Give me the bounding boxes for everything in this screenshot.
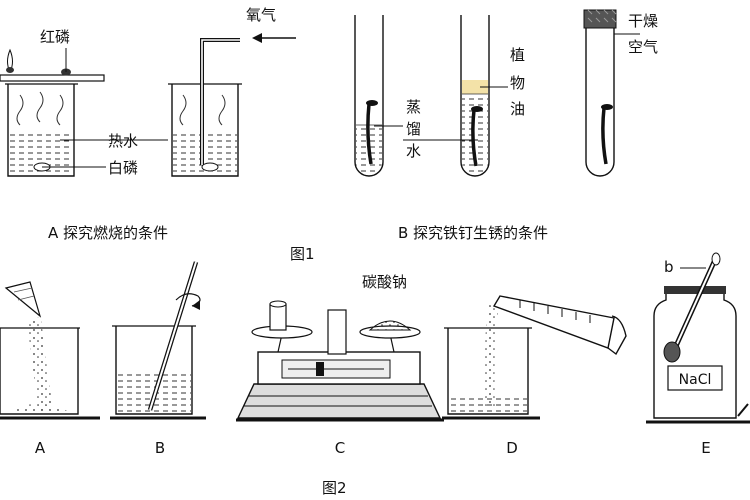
label-distilled-water: 蒸 馏 水 [406,98,426,160]
balance-base [236,383,442,419]
label-sodium-carbonate: 碳酸钠 [362,273,407,291]
flame-icon [6,48,14,74]
fig2-panel-d: D [442,295,627,457]
fig2-panel-b: B [110,261,206,457]
bottle-stopper [664,286,726,294]
fig2-panel-a: A [0,281,100,457]
label-oxygen: 氧气 [246,6,276,24]
rubber-stopper [583,9,617,29]
label-white-phosphorus: 白磷 [108,159,138,177]
panel-letter-e: E [701,439,710,457]
graduated-cylinder [492,295,627,356]
label-hot-water: 热水 [108,132,138,150]
fig2-panel-c: 碳酸钠 C [236,273,444,457]
oxygen-arrow [252,33,296,43]
sodium-carbonate-pile [368,320,412,331]
label-dry-air: 干燥 空气 [628,12,663,56]
figure1-part-b: 蒸 馏 水 植 物 油 干燥 [354,9,663,242]
label-nacl: NaCl [679,372,712,388]
caption-part-a: A 探究燃烧的条件 [48,224,168,242]
beaker-left [5,83,78,177]
label-vegetable-oil: 植 物 油 [510,46,530,118]
fig2-panel-e: NaCl b E [646,252,750,457]
figure1-part-a: 红磷 氧气 热水 白磷 A 探究燃烧的条件 [0,6,296,242]
weight [269,303,287,331]
label-red-phosphorus: 红磷 [40,28,70,46]
test-tube-oil [460,15,490,177]
panel-letter-c: C [335,439,345,457]
panel-letter-a: A [35,439,46,457]
panel-letter-d: D [506,439,518,457]
vegetable-oil-layer [462,80,488,94]
test-tube-dry-air [583,9,617,177]
test-tube-water [354,15,384,177]
caption-part-b: B 探究铁钉生锈的条件 [398,224,548,242]
copper-sheet [0,74,105,82]
medicine-spoon [663,252,721,363]
caption-figure1: 图1 [290,245,315,263]
panel-letter-b: B [155,439,165,457]
label-b: b [664,258,674,276]
beaker-right [168,83,242,177]
caption-figure2: 图2 [322,479,347,497]
